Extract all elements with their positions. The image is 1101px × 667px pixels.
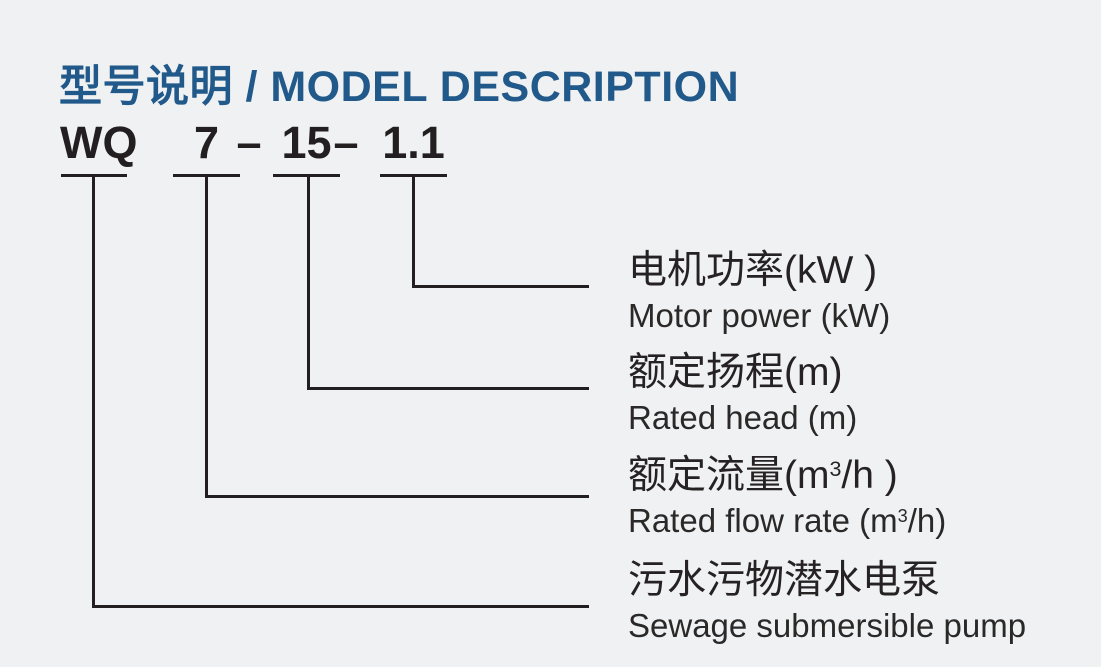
underline-flow — [173, 174, 240, 177]
label-rated-flow: 额定流量(m3/h ) Rated flow rate (m3/h) — [628, 455, 946, 545]
leader-line-pump-type — [92, 177, 589, 608]
label-pump-type-en: Sewage submersible pump — [628, 607, 1027, 644]
leader-line-rated-flow — [205, 177, 589, 498]
model-segment-head: 15 — [281, 117, 332, 168]
leader-line-motor-power — [412, 177, 589, 288]
label-rated-head-en: Rated head (m) — [628, 399, 858, 436]
underline-head — [273, 174, 340, 177]
label-rated-flow-zh: 额定流量(m3/h ) — [628, 454, 898, 497]
underline-power — [380, 174, 447, 177]
leader-line-rated-head — [307, 177, 589, 390]
model-separator: – — [333, 117, 359, 168]
model-segment-series: WQ — [60, 117, 138, 168]
model-segment-flow: 7 — [193, 117, 220, 168]
label-motor-power-zh: 电机功率(kW ) — [628, 249, 878, 292]
label-rated-flow-en: Rated flow rate (m3/h) — [628, 502, 947, 539]
label-motor-power-en: Motor power (kW) — [628, 297, 891, 334]
page-title: 型号说明 / MODEL DESCRIPTION — [59, 63, 740, 111]
label-rated-head: 额定扬程(m) Rated head (m) — [628, 352, 857, 442]
model-separator: – — [236, 117, 262, 168]
label-rated-head-zh: 额定扬程(m) — [628, 351, 843, 394]
label-pump-type-zh: 污水污物潜水电泵 — [628, 559, 941, 602]
label-motor-power: 电机功率(kW ) Motor power (kW) — [628, 250, 890, 340]
underline-series — [61, 174, 127, 177]
label-pump-type: 污水污物潜水电泵 Sewage submersible pump — [628, 560, 1026, 650]
model-segment-power: 1.1 — [382, 117, 445, 168]
